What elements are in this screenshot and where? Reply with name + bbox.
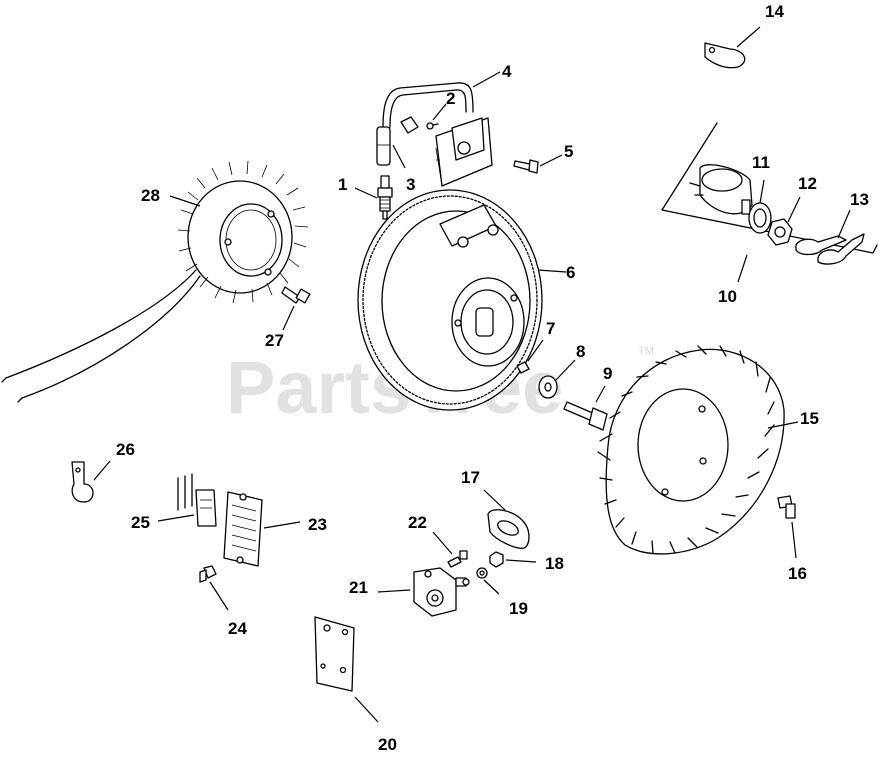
callout-25: 25 xyxy=(131,513,150,532)
callout-16: 16 xyxy=(788,564,807,583)
callout-3: 3 xyxy=(406,175,415,194)
callout-19: 19 xyxy=(509,599,528,618)
fan-part[interactable] xyxy=(597,345,785,555)
screw-24-part[interactable] xyxy=(199,565,217,583)
callout-21: 21 xyxy=(349,578,368,597)
bolt-9-part[interactable] xyxy=(563,401,608,431)
rectifier-regulator-part[interactable] xyxy=(223,491,263,567)
clip-26-part[interactable] xyxy=(71,461,94,503)
callout-4: 4 xyxy=(502,62,512,81)
washer-19-part[interactable] xyxy=(476,567,488,579)
callout-17: 17 xyxy=(461,468,480,487)
lock-washer-11-part[interactable] xyxy=(748,202,772,234)
callout-7: 7 xyxy=(546,319,555,338)
spark-plug-boot-part[interactable] xyxy=(376,126,391,166)
callout-13: 13 xyxy=(850,190,869,209)
callout-6: 6 xyxy=(566,263,575,282)
cover-17-part[interactable] xyxy=(487,509,530,549)
callout-10: 10 xyxy=(718,287,737,306)
callout-9: 9 xyxy=(603,364,612,383)
ignition-module-part[interactable] xyxy=(382,82,493,187)
callout-24: 24 xyxy=(228,619,247,638)
callout-11: 11 xyxy=(752,153,770,172)
spark-plug-part[interactable] xyxy=(377,175,393,220)
callout-18: 18 xyxy=(545,554,564,573)
connector-25-part[interactable] xyxy=(177,473,217,527)
callout-23: 23 xyxy=(308,515,327,534)
screw-5-part[interactable] xyxy=(513,159,539,174)
callout-20: 20 xyxy=(378,735,397,754)
keys-13-part[interactable] xyxy=(795,233,865,265)
washer-8-part[interactable] xyxy=(538,375,558,399)
solenoid-21-part[interactable] xyxy=(413,567,470,617)
screw-27-part[interactable] xyxy=(281,286,311,304)
callout-27: 27 xyxy=(265,331,284,350)
watermark-trademark: TM xyxy=(638,345,654,357)
nut-12-part[interactable] xyxy=(767,218,793,246)
key-switch-assembly-part[interactable] xyxy=(661,122,878,254)
key-7-part[interactable] xyxy=(516,361,530,374)
stator-part[interactable] xyxy=(1,160,309,403)
callout-12: 12 xyxy=(798,174,817,193)
callout-22: 22 xyxy=(408,513,427,532)
plate-20-part[interactable] xyxy=(314,616,355,692)
callout-28: 28 xyxy=(141,186,160,205)
callout-1: 1 xyxy=(338,175,347,194)
flywheel-part[interactable] xyxy=(357,189,543,411)
callout-2: 2 xyxy=(446,89,455,108)
callout-15: 15 xyxy=(800,409,819,428)
screw-16-part[interactable] xyxy=(777,495,796,519)
callout-26: 26 xyxy=(116,440,135,459)
callout-8: 8 xyxy=(576,342,585,361)
callout-14: 14 xyxy=(765,2,784,21)
nut-18-part[interactable] xyxy=(489,551,504,568)
screw-2-part[interactable] xyxy=(400,116,439,134)
callout-5: 5 xyxy=(564,142,573,161)
screw-22-part[interactable] xyxy=(447,550,468,568)
clip-14-part[interactable] xyxy=(704,42,746,69)
